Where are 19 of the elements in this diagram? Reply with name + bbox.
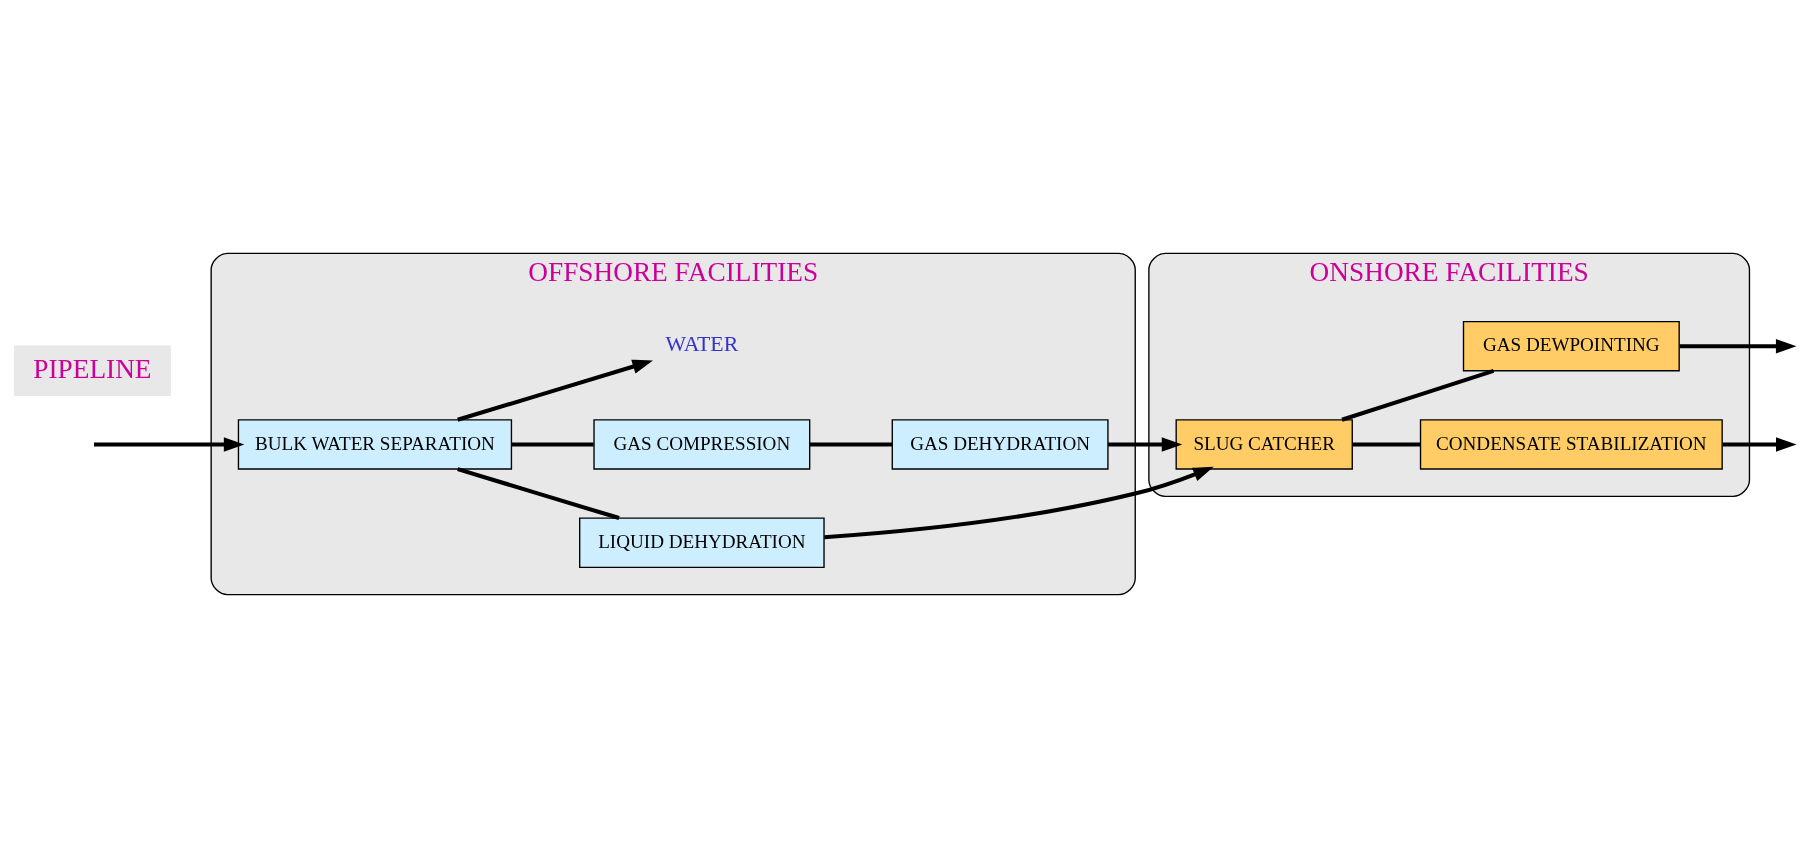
- arrow: [456, 359, 653, 422]
- connector: [510, 442, 594, 447]
- arrow: [93, 437, 244, 452]
- node-box: SLUG CATCHER: [1175, 419, 1353, 470]
- connector: [1340, 368, 1494, 422]
- connector: [1351, 442, 1420, 447]
- connector: [809, 442, 892, 447]
- node-box: BULK WATER SEPARATION: [237, 419, 512, 470]
- arrow: [1679, 339, 1796, 354]
- node-box: CONDENSATE STABILIZATION: [1419, 419, 1723, 470]
- connector: [456, 467, 620, 521]
- node-box: LIQUID DEHYDRATION: [578, 517, 825, 568]
- node-text: WATER: [664, 332, 738, 357]
- arrow: [1107, 437, 1182, 452]
- node-box: GAS DEWPOINTING: [1462, 320, 1680, 372]
- arrow: [1722, 437, 1797, 452]
- node-box: GAS COMPRESSION: [592, 419, 810, 470]
- arrow: [823, 466, 1214, 540]
- node-box: GAS DEHYDRATION: [891, 419, 1109, 470]
